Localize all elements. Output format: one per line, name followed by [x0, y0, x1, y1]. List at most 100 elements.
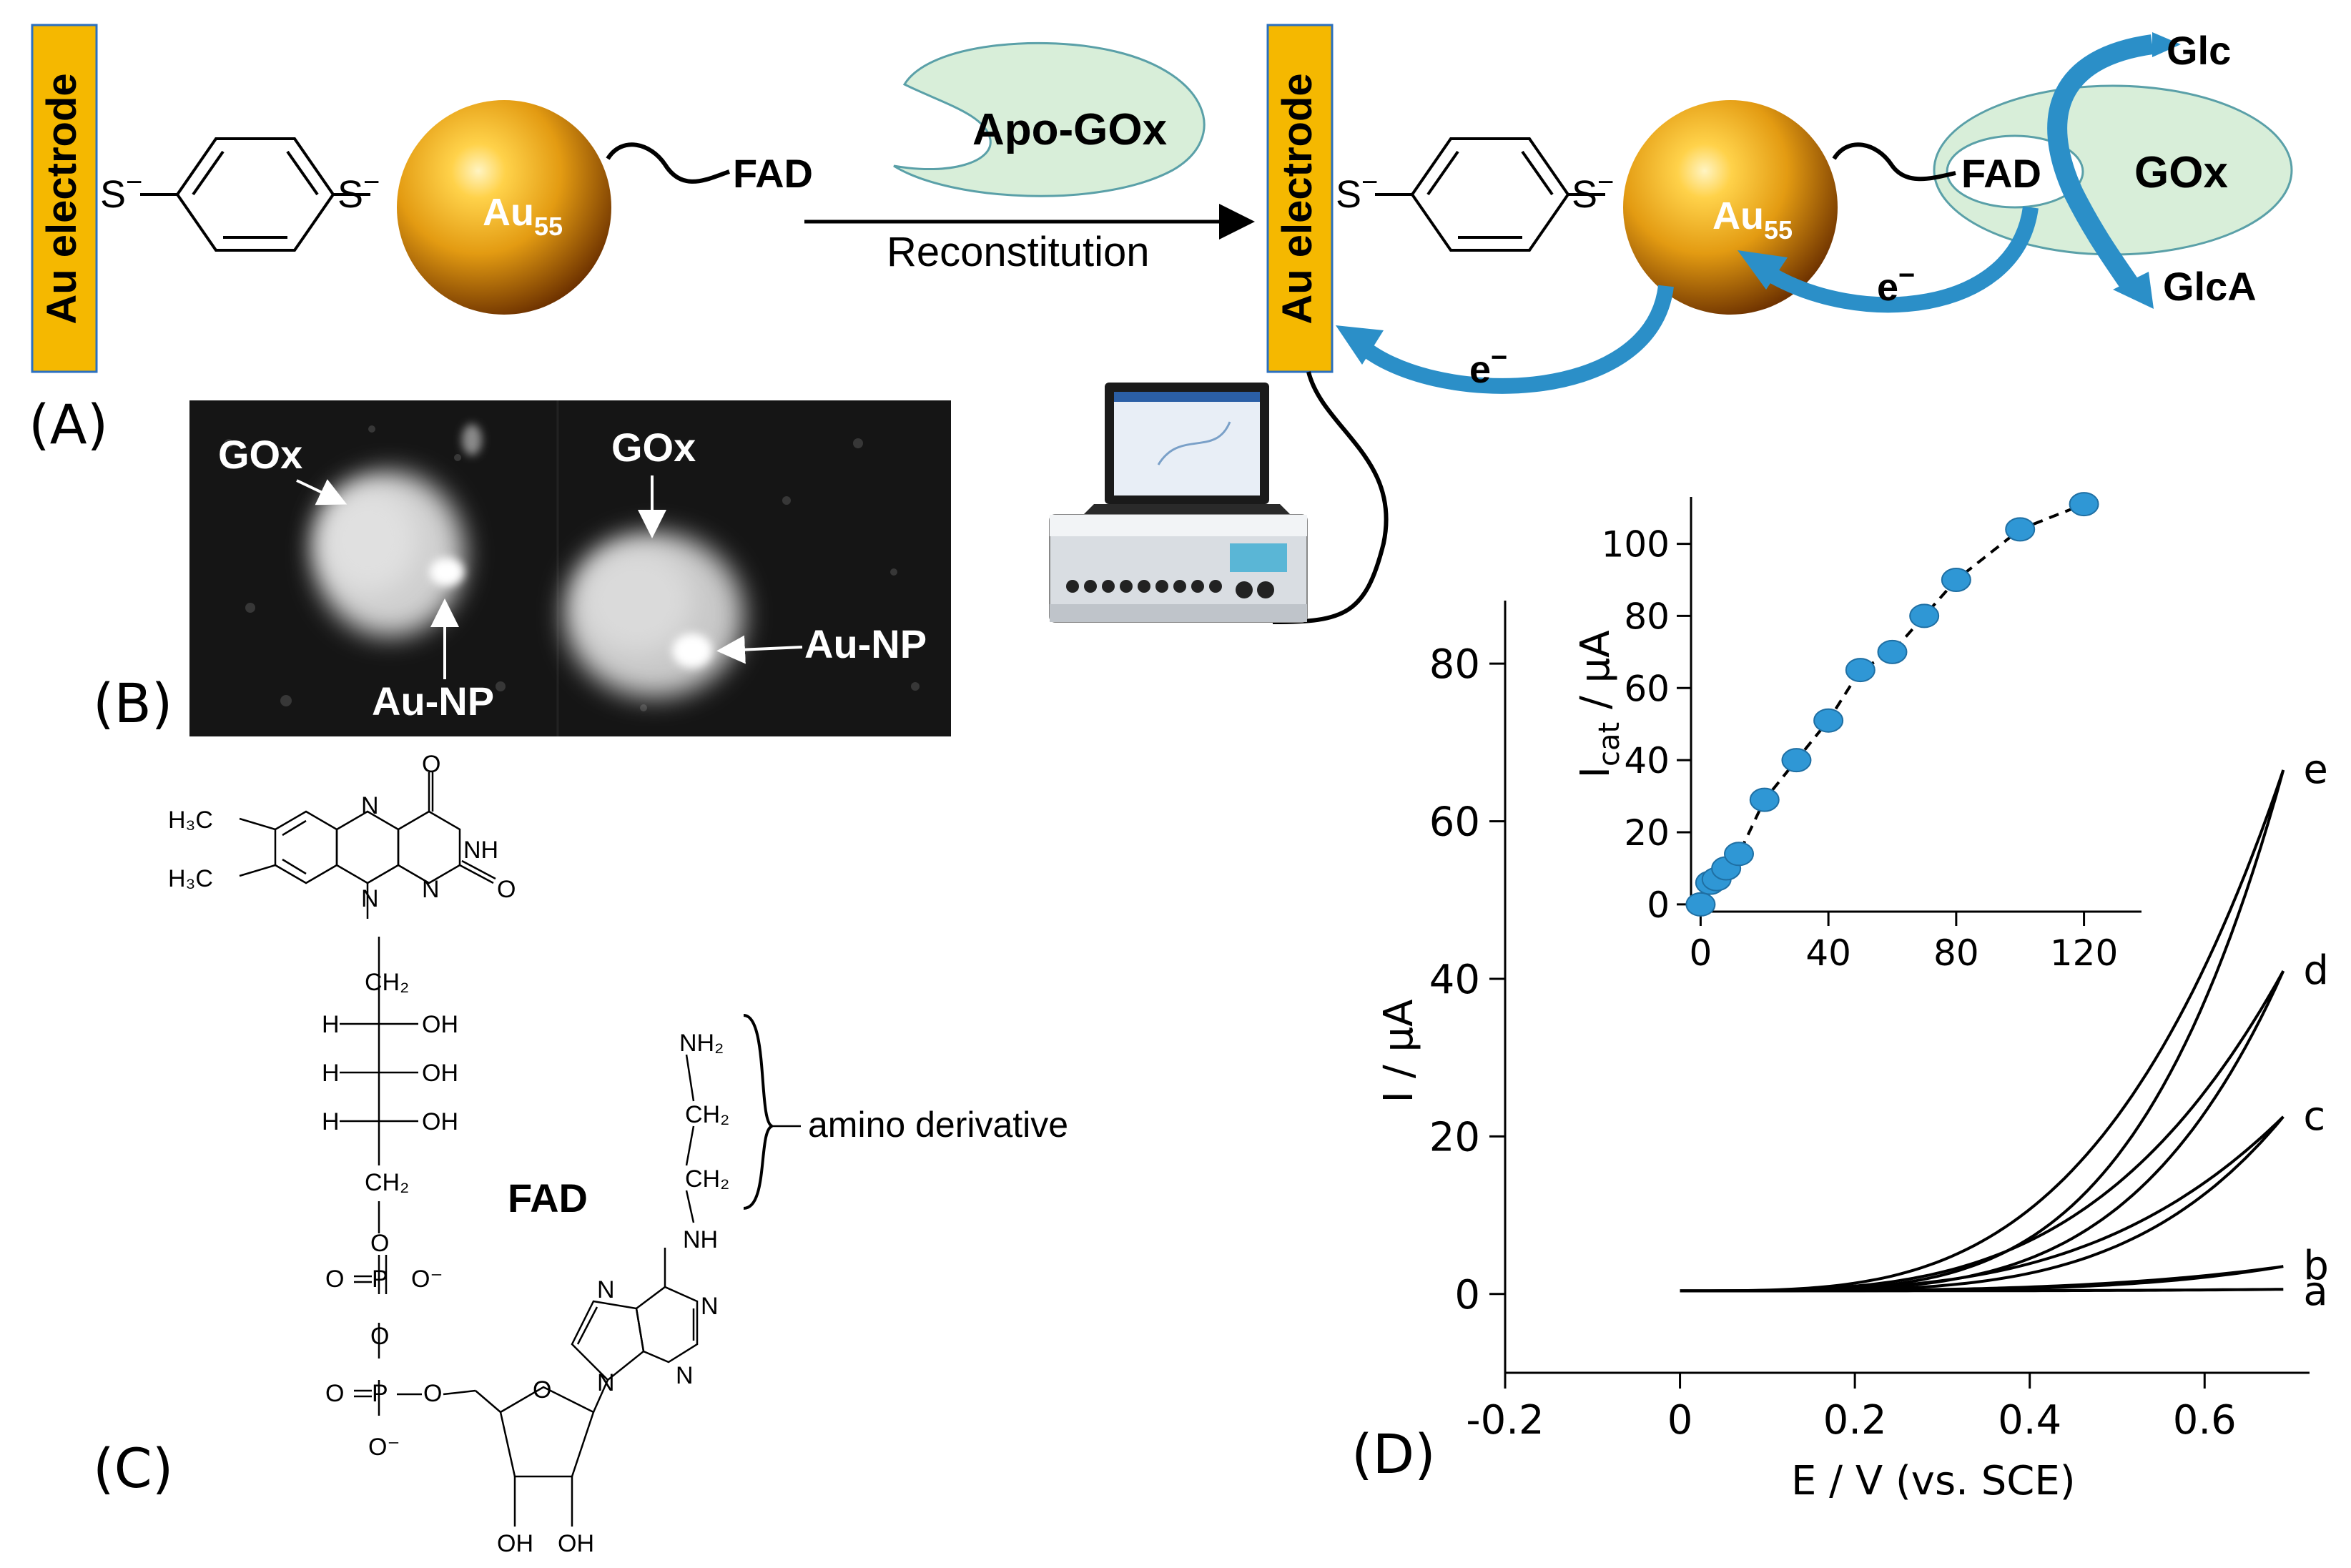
electrode-left-label: Au electrode: [39, 73, 85, 324]
cable: [1272, 371, 1389, 624]
cv-curve-label-c: c: [2303, 1093, 2325, 1140]
cv-curve-label-a: a: [2303, 1268, 2327, 1315]
atom-nh: NH: [463, 837, 498, 864]
inset-data-point: [1781, 748, 1812, 773]
atom-o8: O: [423, 1380, 442, 1407]
atom-oh3: OH: [422, 1108, 458, 1135]
main-y-tick-label: 20: [1429, 1114, 1480, 1160]
atom-o4: O: [325, 1266, 344, 1293]
glc-arrow-tail: [2152, 32, 2181, 57]
inset-y-tick-label: 0: [1647, 884, 1670, 926]
glca-label: GlcA: [2163, 264, 2257, 309]
fad-structure-label: FAD: [508, 1175, 588, 1221]
electron-label-2: e−: [1469, 342, 1507, 391]
atom-oh2: OH: [422, 1060, 458, 1087]
inset-data-point: [1749, 787, 1780, 812]
inset-data-point: [1909, 603, 1940, 628]
electron-arrow-np-to-electrode: [1353, 285, 1674, 394]
atom-nh-link: NH: [683, 1226, 718, 1253]
inset-data-point: [2069, 492, 2099, 517]
adenine-ring: [571, 1248, 699, 1381]
inset-y-tick-label: 100: [1602, 524, 1670, 566]
tem-aunp-right-arrow: [716, 635, 803, 664]
tem-gox-left-label: GOx: [218, 432, 302, 477]
sulfur-right-2: S−: [1572, 167, 1614, 216]
sulfur-left-2: S−: [337, 167, 380, 216]
inset-data-point: [1685, 892, 1716, 917]
atom-oh5: OH: [558, 1530, 594, 1557]
tem-gox-left-arrow: [296, 479, 348, 506]
fad-right-label: FAD: [1961, 151, 2041, 196]
main-y-tick-label: 0: [1454, 1272, 1480, 1318]
apo-gox-shape: [893, 41, 1206, 197]
cv-curve-b: [1680, 1265, 2284, 1293]
cv-curve-c: [1680, 1115, 2285, 1293]
atom-h1: H: [322, 1011, 340, 1038]
tem-gox-right-label: GOx: [611, 425, 696, 470]
laptop-icon: [1080, 383, 1294, 518]
atom-ch3-bottom: H₃C: [168, 865, 213, 892]
panel-b: GOx Au-NP GOx Au-NP (B): [93, 400, 951, 736]
electrode-right: [1266, 24, 1334, 373]
atom-oh1: OH: [422, 1011, 458, 1038]
inset-y-label-base: I: [1572, 766, 1619, 779]
main-x-tick-label: -0.2: [1466, 1397, 1544, 1444]
atom-n4: N: [597, 1276, 615, 1303]
inset-data-point: [2005, 517, 2036, 542]
panel-b-label: (B): [93, 671, 172, 735]
panel-d-label: (D): [1351, 1422, 1436, 1486]
ribose-ring: [499, 1379, 609, 1527]
linker-right: [1832, 142, 1956, 182]
glc-label: Glc: [2167, 28, 2231, 73]
main-y-tick-label: 40: [1429, 957, 1480, 1003]
inset-x-tick-label: 120: [2050, 932, 2118, 974]
fad-left-label: FAD: [733, 151, 813, 196]
potentiostat-icon: [1049, 383, 1308, 623]
apo-gox-label: Apo-GOx: [972, 105, 1168, 154]
inset-data-point: [1877, 639, 1908, 664]
cv-curve-e: [1680, 769, 2285, 1293]
main-axes: [1504, 601, 2310, 1374]
amino-chain: [685, 1014, 801, 1223]
glca-arrow-head: [2113, 272, 2154, 309]
atom-n1: N: [361, 792, 379, 819]
main-y-axis-label: I / μA: [1376, 1000, 1422, 1103]
atom-o1: O: [422, 751, 440, 778]
electron-arrow-head-2: [1336, 325, 1384, 365]
nanoparticle-left-label: Au55: [483, 191, 563, 241]
electron-label-1: e−: [1877, 260, 1915, 309]
tem-aunp-right-label: Au-NP: [804, 621, 927, 666]
inset-y-tick-label: 20: [1624, 812, 1670, 854]
inset-y-tick-label: 60: [1624, 668, 1670, 709]
atom-o-ring: O: [533, 1376, 551, 1404]
inset-data-point: [1941, 568, 1971, 592]
inset-x-tick-label: 40: [1805, 932, 1851, 974]
inset-y-tick-label: 40: [1624, 740, 1670, 781]
panel-a-label: (A): [29, 393, 108, 456]
ribityl-chain: [340, 937, 501, 1416]
atom-h3: H: [322, 1108, 340, 1135]
inset-axes: [1690, 497, 2141, 913]
atom-oh4: OH: [497, 1530, 533, 1557]
benzene-ring-right: [1375, 137, 1605, 252]
sulfur-left-1: S−: [100, 167, 142, 216]
atom-o7: O: [325, 1380, 344, 1407]
inset-y-tick-label: 80: [1624, 596, 1670, 637]
main-x-tick-label: 0.2: [1823, 1397, 1887, 1444]
atom-n3: N: [361, 885, 379, 912]
inset-y-axis-label: Icat / μA: [1572, 630, 1626, 778]
main-x-tick-label: 0.4: [1998, 1397, 2061, 1444]
inset-points: [1685, 492, 2099, 917]
benzene-ring-left: [140, 137, 370, 252]
inset-y-label-suffix: / μA: [1572, 630, 1619, 721]
tem-aunp-left-label: Au-NP: [372, 679, 494, 724]
inset-data-point: [1724, 842, 1755, 867]
atom-ch2-2: CH₂: [365, 1169, 409, 1196]
atom-ch2-4: CH₂: [685, 1165, 729, 1193]
atom-ch2-3: CH₂: [685, 1101, 729, 1128]
atom-o2: O: [497, 876, 516, 903]
